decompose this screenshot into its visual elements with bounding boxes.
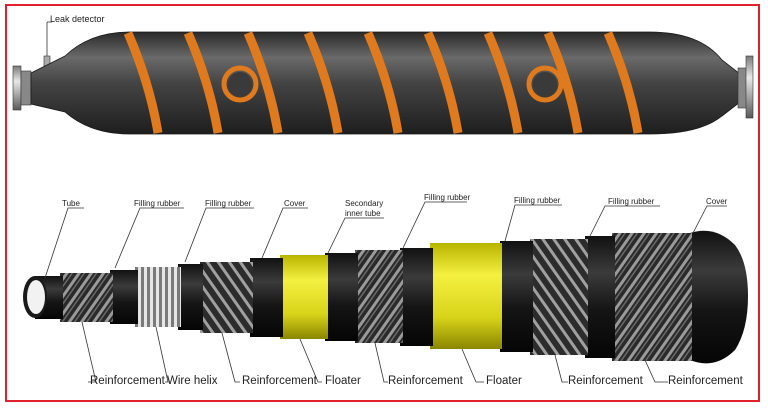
label-wire-helix: Wire helix [167,375,218,387]
label-floater-1: Floater [325,375,361,387]
layer-reinforcement-3 [200,262,253,333]
layer-filling-rubber-2 [178,264,203,330]
tube-bore [27,280,45,314]
float-band-1 [123,31,163,134]
layer-reinforcement-7 [530,239,588,355]
layer-reinforcement-5 [355,250,403,343]
label-tube: Tube [62,199,80,208]
label-filling-rubber-1: Filling rubber [134,199,181,208]
float-band-8 [543,31,583,134]
layer-filling-rubber-5 [585,236,615,358]
top-leaders [44,201,727,279]
layer-floater-1 [280,255,328,339]
layer-cover-inner [250,258,283,337]
collar-left [221,65,259,103]
layer-reinforcement-1 [60,273,113,322]
float-band-9 [603,31,643,134]
collar-left-center [228,72,252,96]
float-band-3 [243,31,283,134]
layer-filling-rubber-1 [110,270,138,324]
label-inner-tube: inner tube [345,209,381,218]
label-filling-rubber-3: Filling rubber [424,193,471,202]
float-hose: Leak detector [12,14,754,135]
label-secondary: Secondary [345,199,383,208]
label-filling-rubber-2: Filling rubber [205,199,252,208]
label-cover-1: Cover [284,199,306,208]
layer-filling-rubber-4 [500,241,533,352]
label-filling-rubber-5: Filling rubber [608,197,655,206]
float-band-4 [303,31,343,134]
collar-right-center [533,72,557,96]
left-flange [12,65,22,111]
right-flange-ring [737,67,748,109]
label-reinforcement-7: Reinforcement [568,375,644,387]
left-flange-ring [20,70,32,106]
layer-filling-rubber-3 [400,248,433,346]
collar-right [526,65,564,103]
label-reinforcement-1: Reinforcement [90,375,166,387]
leak-detector-label: Leak detector [50,14,105,24]
bottom-leaders [81,321,668,383]
float-band-7 [483,31,523,134]
layer-wire-helix [135,267,181,327]
float-band-5 [363,31,403,134]
diagram-frame [5,4,760,402]
label-reinforcement-5: Reinforcement [388,375,464,387]
hose-cutaway [23,230,748,364]
layer-secondary-inner-tube [325,253,358,341]
float-band-2 [183,31,223,134]
right-flange [745,55,754,119]
float-bands [123,31,643,134]
label-floater-2: Floater [486,375,522,387]
layer-reinforcement-8 [612,233,692,361]
label-cover-2: Cover [706,197,728,206]
layer-cover-outer [690,230,748,364]
float-band-6 [423,31,463,134]
layer-floater-2 [430,243,502,349]
label-filling-rubber-4: Filling rubber [514,196,561,205]
label-reinforcement-3: Reinforcement [242,375,318,387]
label-reinforcement-8: Reinforcement [668,375,744,387]
